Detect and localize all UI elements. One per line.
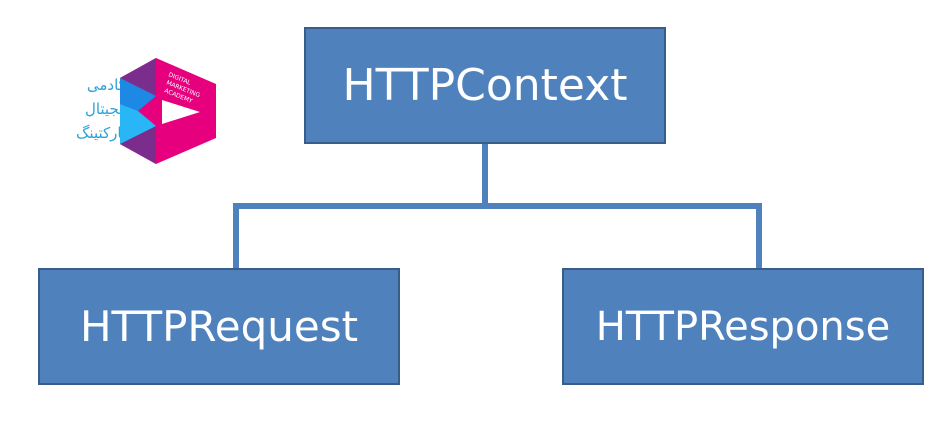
logo-line: دیجیتال xyxy=(84,100,130,118)
node-httprequest: HTTPRequest xyxy=(38,268,400,385)
node-label: HTTPContext xyxy=(342,60,628,111)
node-httpresponse: HTTPResponse xyxy=(562,268,924,385)
node-label: HTTPResponse xyxy=(595,303,891,350)
logo-line: آکادمی xyxy=(86,76,130,94)
logo-wordmark: آکادمی دیجیتال مارکتینگ xyxy=(36,56,130,166)
logo-mark-icon: DIGITAL MARKETING ACADEMY xyxy=(120,58,216,164)
node-label: HTTPRequest xyxy=(79,302,359,351)
academy-logo: آکادمی دیجیتال مارکتینگ DIGITAL MARKETIN… xyxy=(36,56,226,166)
node-httpcontext: HTTPContext xyxy=(304,27,666,144)
logo-line: مارکتینگ xyxy=(76,124,130,142)
